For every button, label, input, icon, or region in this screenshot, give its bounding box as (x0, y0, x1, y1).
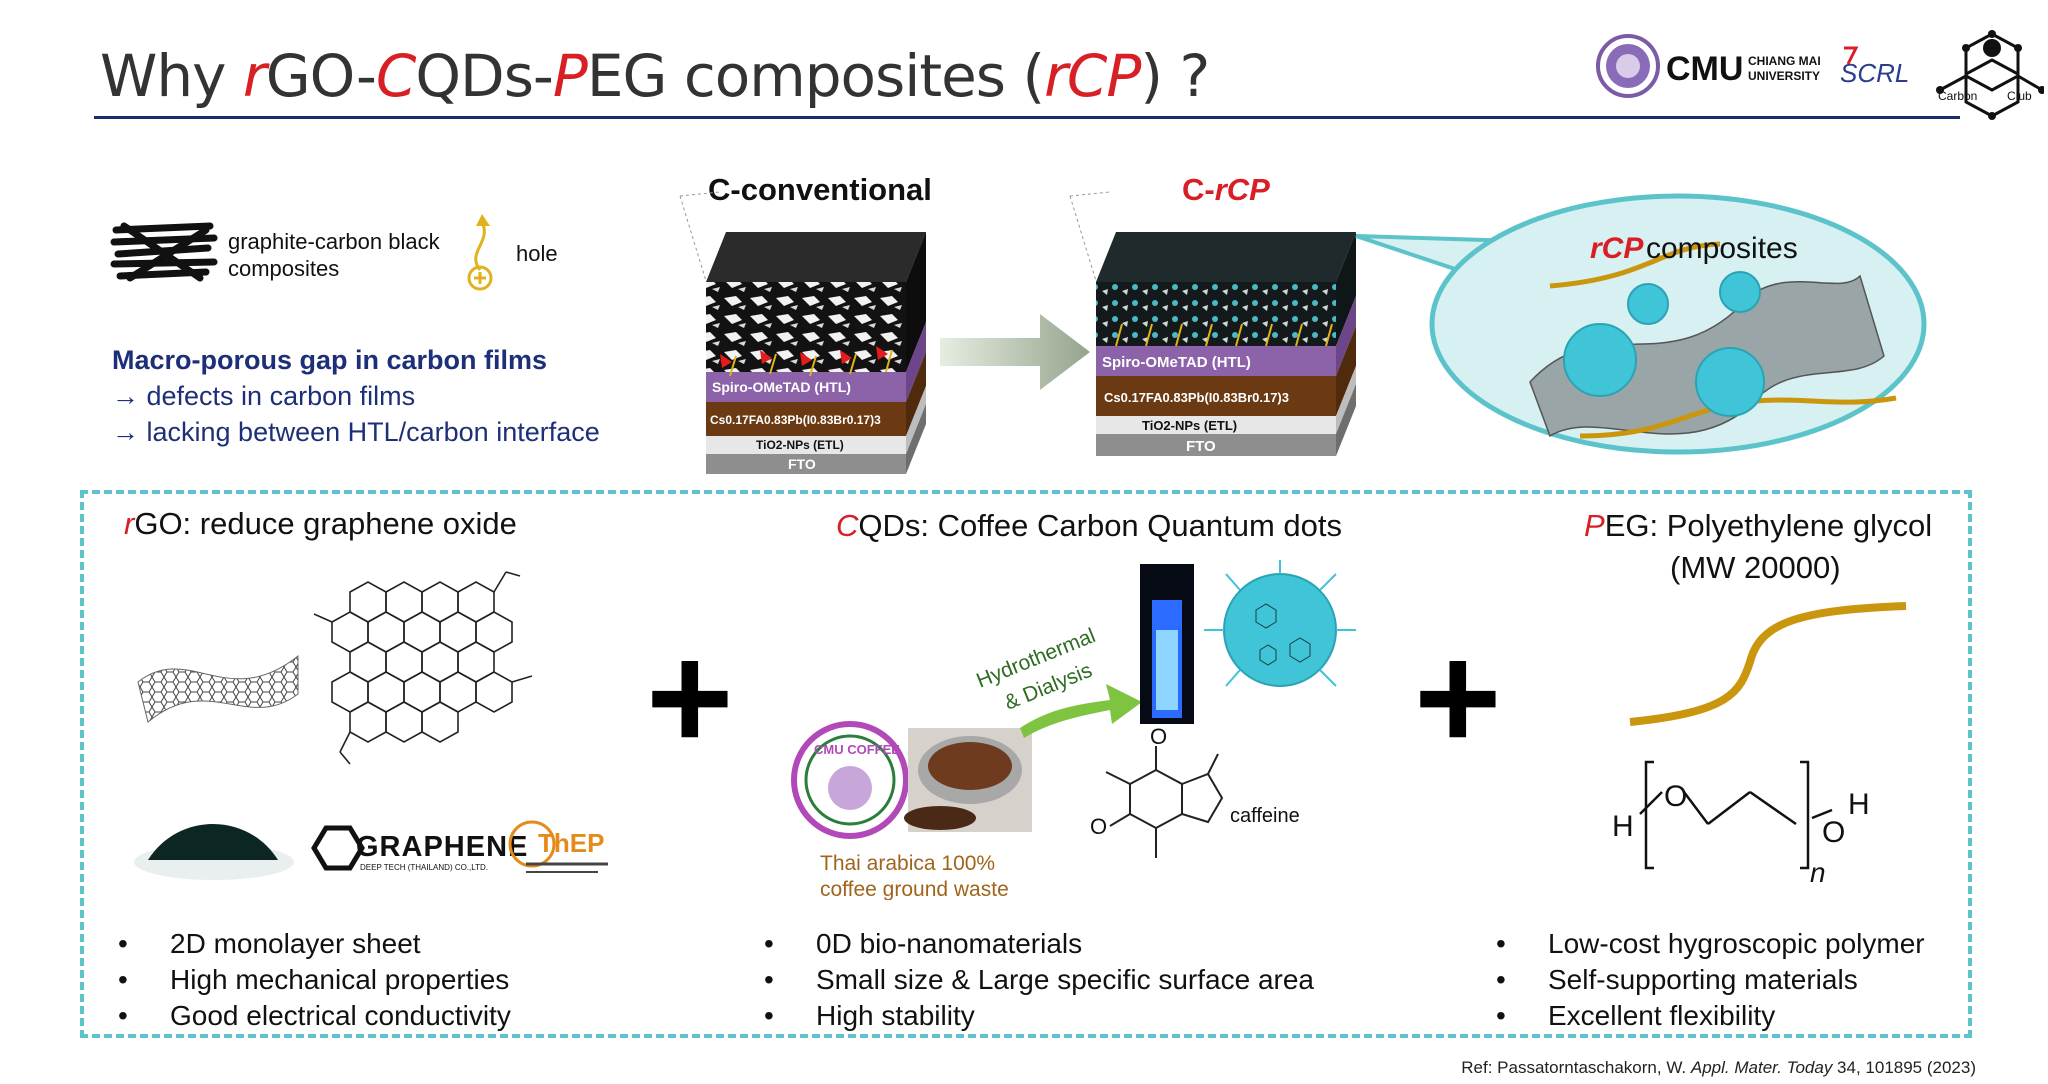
svg-text:O: O (1822, 816, 1845, 849)
svg-text:TiO2-NPs (ETL): TiO2-NPs (ETL) (1142, 418, 1237, 433)
reference-citation: Ref: Passatorntaschakorn, W. Appl. Mater… (1461, 1058, 1976, 1077)
svg-text:Club: Club (2007, 89, 2032, 103)
peg-title: PEG: Polyethylene glycol (1584, 508, 1933, 543)
cuvette-fluorescence-image (1140, 564, 1194, 724)
list-item: Excellent flexibility (1496, 998, 1925, 1034)
list-item: Self-supporting materials (1496, 962, 1925, 998)
porous-gap-explanation: Macro-porous gap in carbon films → defec… (112, 345, 600, 447)
quantum-dots-illustration (1563, 271, 1765, 417)
rgo-title: rGO: reduce graphene oxide (124, 506, 517, 541)
cqd-illustrations: CMU COFFEE Thai arabica 100% coffee grou… (791, 560, 1356, 900)
svg-text:coffee ground waste: coffee ground waste (820, 878, 1009, 900)
list-item: Low-cost hygroscopic polymer (1496, 926, 1925, 962)
peg-bullet-list: Low-cost hygroscopic polymer Self-suppor… (1496, 926, 1925, 1034)
title-underline (94, 116, 1960, 119)
caffeine-structure (1105, 746, 1224, 858)
svg-text:rCP: rCP (1590, 232, 1644, 265)
cmu-logo: CMU (1666, 50, 1743, 88)
list-item: Small size & Large specific surface area (764, 962, 1314, 998)
cmu-coffee-logo: CMU COFFEE (791, 721, 909, 839)
plus-sign-1: + (646, 613, 734, 781)
device-stacks-diagram: Spiro-OMeTAD (HTL) Cs0.17FA0.83Pb(I0.83B… (679, 191, 1927, 474)
svg-text:O: O (1150, 724, 1167, 749)
thep-logo: ThEP (508, 820, 608, 873)
conventional-stack-title: C-conventional (708, 172, 932, 207)
svg-text:H: H (1612, 810, 1634, 843)
plus-sign-2: + (1414, 613, 1502, 781)
polymer-chain-icon (1629, 602, 1907, 726)
hole-label: hole (516, 241, 558, 266)
svg-text:CHIANG MAI: CHIANG MAI (1748, 54, 1821, 68)
hydrothermal-arrow: Hydrothermal & Dialysis (973, 624, 1142, 738)
svg-text:O: O (1090, 814, 1107, 839)
list-item: High stability (764, 998, 1314, 1034)
svg-text:ThEP: ThEP (538, 828, 604, 858)
peg-molecular-weight: (MW 20000) (1670, 550, 1841, 585)
svg-text:FTO: FTO (788, 456, 816, 472)
rcp-device-stack: Spiro-OMeTAD (HTL) Cs0.17FA0.83Pb(I0.83B… (1096, 232, 1356, 456)
svg-text:Thai arabica 100%: Thai arabica 100% (820, 852, 995, 875)
svg-text:Cs0.17FA0.83Pb(I0.83Br0.17)3: Cs0.17FA0.83Pb(I0.83Br0.17)3 (710, 413, 881, 427)
list-item: 0D bio-nanomaterials (764, 926, 1314, 962)
coffee-grounds-image (904, 728, 1032, 832)
svg-text:composites: composites (1646, 232, 1798, 265)
conventional-device-stack: Spiro-OMeTAD (HTL) Cs0.17FA0.83Pb(I0.83B… (706, 232, 926, 474)
svg-text:UNIVERSITY: UNIVERSITY (1748, 69, 1820, 83)
rgo-illustrations: GRAPHENE DEEP TECH (THAILAND) CO.,LTD. T… (134, 571, 608, 880)
rgo-bullet-list: 2D monolayer sheet High mechanical prope… (118, 926, 511, 1034)
list-item: 2D monolayer sheet (118, 926, 511, 962)
hole-arrows-conventional (729, 349, 893, 377)
svg-text:GRAPHENE: GRAPHENE (356, 831, 528, 863)
logo-strip: CMU CHIANG MAI UNIVERSITY SCRL Carbon Cl… (1596, 30, 2044, 120)
defect-markers (720, 346, 888, 368)
svg-text:O: O (1664, 780, 1687, 813)
cqd-bullet-list: 0D bio-nanomaterials Small size & Large … (764, 926, 1314, 1034)
peg-illustrations: H O O H n (1612, 602, 1907, 888)
list-item: High mechanical properties (118, 962, 511, 998)
svg-text:DEEP TECH (THAILAND) CO.,LTD.: DEEP TECH (THAILAND) CO.,LTD. (360, 863, 488, 872)
hole-icon (467, 214, 493, 291)
components-panel (80, 490, 1972, 1038)
svg-text:n: n (1810, 857, 1826, 888)
university-seal-logo (1596, 34, 1660, 98)
graphene-oxide-structure (313, 571, 533, 765)
graphene-sheet-icon (137, 654, 299, 723)
carbon-quantum-dot-icon (1204, 560, 1356, 687)
caffeine-label: caffeine (1230, 805, 1300, 827)
list-item: Good electrical conductivity (118, 998, 511, 1034)
svg-text:Spiro-OMeTAD (HTL): Spiro-OMeTAD (HTL) (1102, 354, 1251, 371)
composite-legend-label: graphite-carbon black composites (228, 229, 440, 281)
scrl-logo: SCRL (1840, 58, 1909, 88)
graphene-deep-tech-logo: GRAPHENE DEEP TECH (THAILAND) CO.,LTD. (311, 825, 528, 872)
cqd-title: CQDs: Coffee Carbon Quantum dots (836, 508, 1343, 543)
transition-arrow (940, 314, 1090, 390)
svg-text:Carbon: Carbon (1938, 89, 1977, 103)
svg-text:CMU COFFEE: CMU COFFEE (814, 742, 900, 757)
hole-arrows-rcp (1115, 323, 1333, 347)
composite-legend-icon (110, 222, 218, 282)
svg-text:TiO2-NPs (ETL): TiO2-NPs (ETL) (756, 438, 844, 452)
carbon-club-logo: Carbon Club (1936, 30, 2044, 120)
svg-text:H: H (1848, 788, 1870, 821)
graphene-powder-image (134, 824, 294, 880)
page-title: Why rGO-CQDs-PEG composites (rCP) ? (100, 42, 1210, 110)
svg-text:FTO: FTO (1186, 438, 1216, 455)
svg-text:Spiro-OMeTAD (HTL): Spiro-OMeTAD (HTL) (712, 379, 851, 395)
peg-structural-formula (1639, 760, 1833, 870)
svg-text:Cs0.17FA0.83Pb(I0.83Br0.17)3: Cs0.17FA0.83Pb(I0.83Br0.17)3 (1104, 390, 1289, 405)
rcp-stack-title: C-rCP (1182, 172, 1270, 207)
